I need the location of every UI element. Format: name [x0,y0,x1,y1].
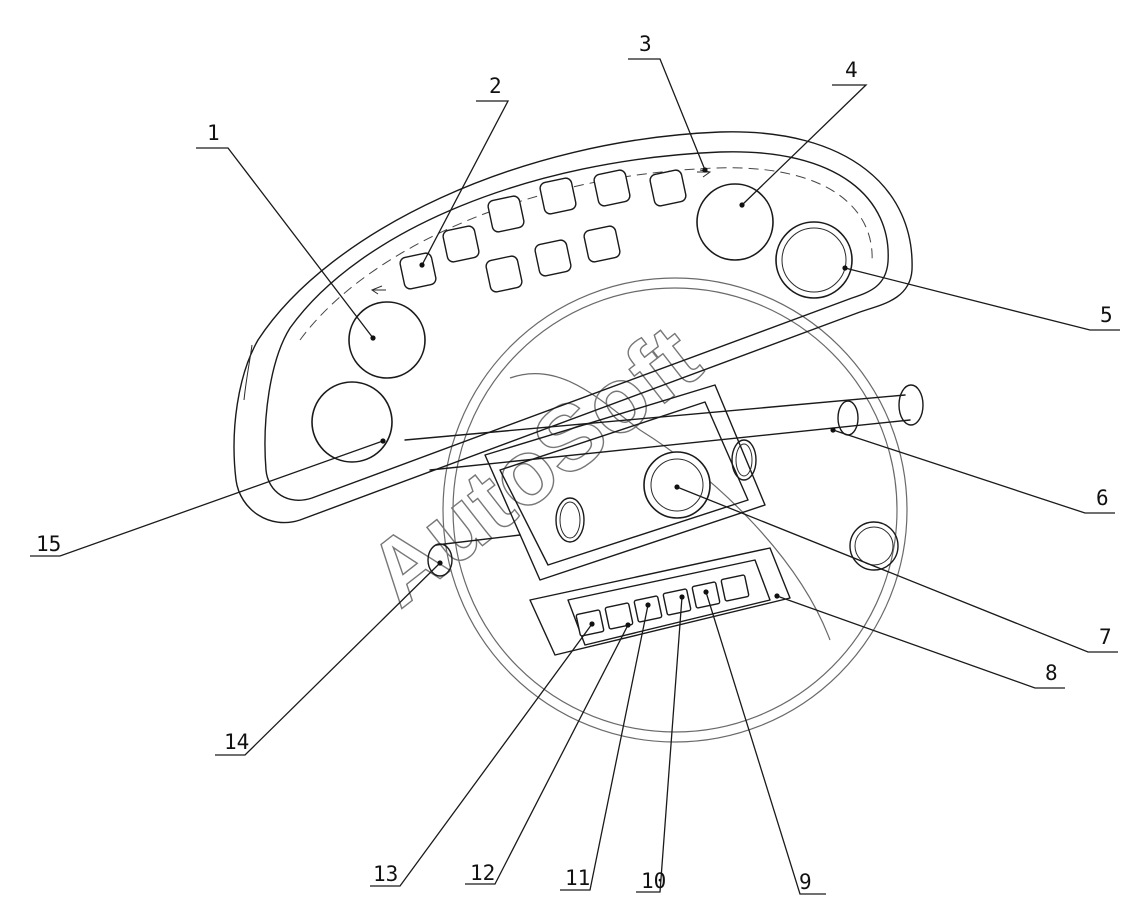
switch-key [662,588,692,616]
leader-15 [30,440,384,557]
pointer-dot-2 [419,262,425,268]
leader-4 [741,84,868,206]
leader-6 [832,429,1115,514]
lower-shaft-end [427,543,453,577]
lamp-key [539,177,577,215]
gauge-5 [775,221,853,299]
column-tube-top [404,394,906,441]
gauge-1 [348,301,426,379]
pointer-dot-9 [703,589,709,595]
leader-8 [776,595,1065,689]
column-switch-knob-inner [854,526,894,566]
lamp-key [399,252,437,290]
housing-inner-frame [499,401,749,566]
lamp-key [485,255,523,293]
pointer-dot-10 [679,594,685,600]
leader-11 [560,604,649,891]
left-spring [555,497,585,543]
column-switch-knob [849,521,899,571]
lamp-key [487,195,525,233]
lamp-key [649,169,687,207]
lamp-key [442,225,480,263]
callout-13: 13 [373,862,398,886]
column-end-cap [898,384,924,426]
callout-4: 4 [845,58,858,82]
instrument-panel [233,131,913,524]
watermark-outer-ring [442,277,908,743]
callout-7: 7 [1099,625,1112,649]
leader-10 [636,596,683,893]
callout-3: 3 [639,32,652,56]
gauges [311,183,853,463]
lamp-key [593,169,631,207]
callout-14: 14 [224,730,249,754]
switch-key [720,574,750,602]
switch-key [604,602,634,630]
watermark-inner-ring [452,287,898,733]
lamp-key [583,225,621,263]
callout-5: 5 [1100,303,1113,327]
leader-12 [465,624,629,885]
callout-10: 10 [641,869,666,893]
switch-block [529,547,791,656]
pointer-dot-1 [370,335,376,341]
pointer-dot-14 [437,560,443,566]
leader-14 [215,562,441,756]
center-knob-inner [650,458,704,512]
turn-left-arrow-icon [370,285,386,295]
callout-6: 6 [1096,486,1109,510]
pointer-dot-7 [674,484,680,490]
leader-5 [844,267,1120,331]
pointer-dot-15 [380,438,386,444]
callout-12: 12 [470,861,495,885]
leader-3 [628,58,706,171]
lamp-key [534,239,572,277]
pointer-dot-11 [645,602,651,608]
leader-13 [370,623,593,887]
panel-side-edge [243,344,253,401]
pointer-dot-4 [739,202,745,208]
leader-7 [676,486,1118,653]
callout-15: 15 [36,532,61,556]
gauge-5-inner [781,227,847,293]
leader-9 [705,591,826,895]
pointer-dot-8 [774,593,780,599]
watermark-swoosh [509,372,831,641]
panel-inner-rim [264,151,889,501]
gauge-4 [696,183,774,261]
callout-9: 9 [799,870,812,894]
callout-2: 2 [489,74,502,98]
leader-2 [421,100,510,266]
pointer-dot-12 [625,622,631,628]
pointer-dot-5 [842,265,848,271]
callouts: 1 2 3 4 5 6 7 8 9 10 [30,32,1120,895]
housing-frame [484,384,766,581]
panel-hidden-edge [299,167,873,341]
pointer-dot-3 [702,167,708,173]
warning-lamps [370,169,712,295]
switch-key [633,595,663,623]
right-spring [731,439,757,481]
pointer-dot-6 [830,427,836,433]
panel-outer-shell [233,131,913,524]
watermark: AutoSoft [349,277,908,743]
callout-8: 8 [1045,661,1058,685]
right-spring-inner [735,443,753,477]
column-tube-bottom [429,419,911,471]
gauge-15 [311,381,393,463]
left-spring-inner [559,501,581,539]
switch-key [691,581,721,609]
switch-block-frame [529,547,791,656]
pointer-dot-13 [589,621,595,627]
leader-1 [196,147,374,339]
callout-11: 11 [565,866,590,890]
callout-1: 1 [207,121,220,145]
column-collar [837,400,859,436]
lower-shaft [435,534,521,546]
